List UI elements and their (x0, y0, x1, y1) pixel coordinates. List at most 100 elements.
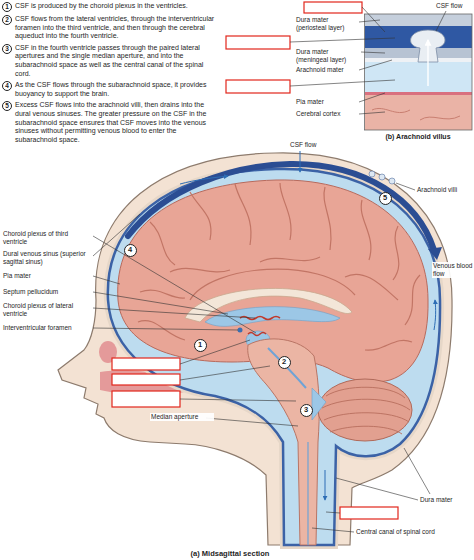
leader-line (93, 183, 430, 532)
head-section (170, 268, 230, 272)
head-section (405, 275, 420, 325)
leader-line (336, 478, 418, 500)
leader-line (436, 11, 446, 31)
leader-line (93, 236, 256, 333)
arachnoid-villus-inset (365, 14, 472, 26)
blank-label-box (304, 2, 362, 13)
head-section (324, 413, 409, 422)
leader-line (290, 38, 395, 42)
step-text: Excess CSF flows into the arachnoid vill… (15, 101, 220, 144)
flow-label: Venous blood flow (432, 262, 474, 278)
leader-line (359, 112, 385, 114)
leader-line (396, 183, 415, 190)
head-section (235, 184, 251, 245)
step-text: CSF in the fourth ventricle passes throu… (15, 44, 220, 78)
head-section (260, 257, 320, 262)
blank-label-box (226, 2, 362, 93)
step-text: As the CSF flows through the subarachnoi… (15, 81, 220, 98)
leader-line (93, 214, 140, 256)
head-section (322, 399, 410, 410)
head-section (325, 470, 326, 500)
head-section (369, 171, 395, 184)
head-section (330, 426, 402, 434)
leader-line (93, 276, 120, 284)
leader-line (93, 308, 255, 318)
head-section (268, 348, 306, 388)
head-section (434, 300, 436, 330)
step-number: 4 (2, 81, 12, 91)
layer-label: Arachnoid mater (296, 66, 358, 74)
layer-label: Dura mater (meningeal layer) (296, 48, 358, 64)
arachnoid-villus-inset (365, 62, 472, 92)
head-section (326, 387, 405, 398)
head-section (108, 169, 440, 545)
head-section (205, 307, 340, 327)
head-section (280, 183, 291, 240)
layer-label: Dura mater (periosteal layer) (296, 16, 358, 32)
part-label: Interventricular foramen (3, 324, 91, 332)
callout-number: 2 (278, 356, 291, 369)
callout-number: 3 (300, 404, 313, 417)
part-label: Dural venous sinus (superior sagittal si… (3, 250, 91, 266)
layer-label: Cerebral cortex (296, 110, 358, 118)
head-section (318, 379, 412, 441)
head-section (248, 339, 319, 545)
head-section (389, 178, 395, 184)
leader-line (180, 366, 270, 380)
arachnoid-villus-inset (372, 108, 460, 120)
blank-label-box (112, 358, 398, 519)
step-text: CSF flows from the lateral ventricles, t… (15, 15, 220, 41)
head-section (300, 151, 301, 172)
leader-line (362, 7, 385, 32)
head-section (180, 151, 436, 500)
leader-line (359, 93, 385, 102)
leader-line (312, 528, 354, 532)
head-section (190, 192, 211, 240)
step-text: CSF is produced by the choroid plexus in… (15, 2, 220, 11)
head-section (140, 290, 185, 298)
leader-line (290, 80, 395, 86)
arachnoid-villus-inset (427, 40, 428, 86)
leader-line (180, 399, 296, 401)
head-section (322, 387, 410, 434)
step-number: 2 (2, 15, 12, 25)
head-section (238, 328, 243, 333)
part-label: Median aperture (150, 413, 214, 421)
panel-caption: (a) Midsagittal section (150, 549, 310, 558)
blank-label-box (226, 36, 290, 49)
head-section (361, 200, 371, 260)
blank-label-box (340, 507, 398, 519)
head-section (345, 274, 398, 300)
head-section (150, 222, 175, 265)
head-section (248, 333, 266, 336)
leader-line (93, 292, 228, 314)
head-section (393, 226, 399, 280)
head-section (428, 247, 442, 260)
blank-label-box (112, 358, 180, 370)
head-section (58, 151, 452, 545)
head-section (58, 153, 452, 545)
head-section (312, 388, 326, 420)
head-section (369, 171, 375, 177)
layer-label: Pia mater (296, 98, 358, 106)
leader-line (361, 52, 385, 53)
leader-line (404, 448, 430, 494)
leader-line (359, 20, 380, 22)
head-section (379, 174, 385, 180)
leader-line (359, 60, 392, 70)
head-section (365, 340, 412, 350)
step-number: 5 (2, 101, 12, 111)
leader-line (326, 512, 340, 513)
part-label: Arachnoid villi (416, 186, 474, 194)
leader-line (180, 340, 250, 364)
leader-line (93, 328, 238, 330)
part-label: Choroid plexus of third ventricle (3, 230, 91, 246)
blank-label-box (226, 80, 290, 93)
head-section (324, 187, 331, 250)
part-label: Pia mater (3, 272, 91, 280)
part-label: Choroid plexus of lateral ventricle (3, 302, 91, 318)
head-section (138, 321, 185, 340)
head-section (108, 169, 440, 545)
leader-line (206, 418, 298, 426)
